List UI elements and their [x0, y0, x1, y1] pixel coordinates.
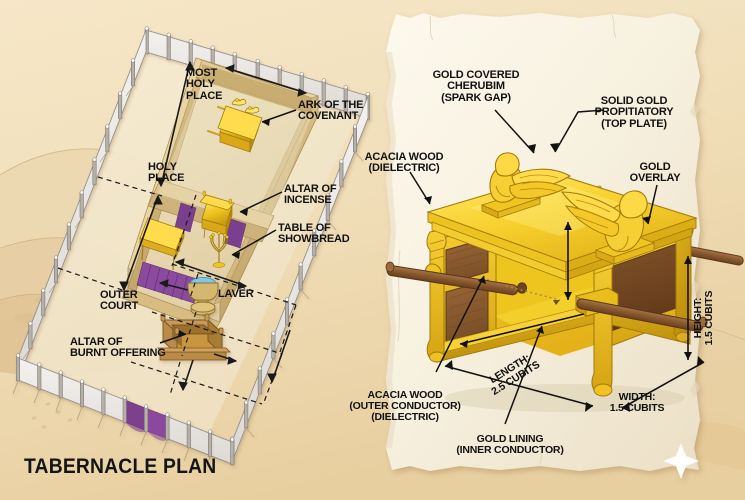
carrying-pole-icon-front-left — [385, 261, 528, 296]
sparkle-icon — [663, 443, 699, 479]
ark-left-side-panel — [435, 221, 497, 359]
spark-gap-line — [505, 285, 561, 301]
dimension-arrows-right — [444, 222, 705, 409]
courtyard-fence — [12, 26, 370, 471]
ark-chest-icon — [385, 152, 744, 412]
showbread-table-icon — [139, 217, 185, 271]
incense-altar-icon — [199, 190, 235, 245]
leader-lines-right — [409, 109, 658, 425]
fence-bottom-edge-with-gate — [12, 353, 235, 471]
laver-basin-icon — [187, 276, 219, 316]
menorah-icon — [210, 234, 228, 264]
dimension-guides — [57, 60, 308, 405]
carrying-pole-icon-front-right — [575, 287, 708, 332]
ark-of-covenant-small — [207, 98, 263, 153]
cherub-right-icon — [560, 190, 656, 265]
fence-right-edge — [230, 95, 369, 465]
cherub-left-icon — [480, 152, 572, 219]
